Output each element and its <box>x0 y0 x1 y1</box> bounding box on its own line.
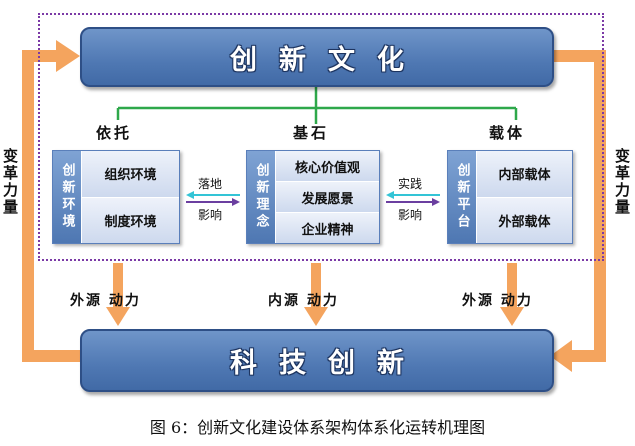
group-label-foundation: 基石 <box>293 124 330 142</box>
item-internal-carrier: 内部载体 <box>477 151 572 198</box>
group-label-rely: 依托 <box>96 124 133 142</box>
group-environment: 创新环境 组织环境 制度环境 <box>52 150 180 244</box>
link-label-influence-right: 影响 <box>398 208 423 222</box>
side-label-right: 变革力量 <box>613 148 631 216</box>
culture-banner: 创新文化 <box>80 27 554 87</box>
item-vision: 发展愿景 <box>276 182 379 213</box>
item-core-values: 核心价值观 <box>276 151 379 182</box>
left-loop-arrow <box>22 40 80 362</box>
group-title: 创新理念 <box>247 151 276 243</box>
outer-frame <box>38 13 604 261</box>
item-system-environment: 制度环境 <box>82 197 179 243</box>
power-arrow-right <box>500 263 524 326</box>
power-arrow-left <box>106 263 130 326</box>
group-title: 创新平台 <box>448 151 477 243</box>
power-arrow-center <box>304 263 328 326</box>
link-arrow-left <box>186 191 240 206</box>
link-arrow-right <box>386 191 440 206</box>
item-external-carrier: 外部载体 <box>477 197 572 243</box>
power-label-left: 外源 动力 <box>70 293 141 309</box>
tech-innovation-banner: 科技创新 <box>80 329 554 392</box>
item-spirit: 企业精神 <box>276 213 379 243</box>
green-connector <box>116 83 518 124</box>
figure-caption: 图 6：创新文化建设体系架构体系化运转机理图 <box>149 418 486 437</box>
power-label-right: 外源 动力 <box>462 293 533 309</box>
side-label-left: 变革力量 <box>1 148 19 216</box>
link-label-practice: 实践 <box>398 177 423 191</box>
group-platform: 创新平台 内部载体 外部载体 <box>447 150 573 244</box>
item-org-environment: 组织环境 <box>82 151 179 198</box>
power-label-center: 内源 动力 <box>268 293 339 309</box>
group-label-carrier: 载体 <box>489 124 526 142</box>
link-label-land: 落地 <box>198 177 223 191</box>
link-label-influence-left: 影响 <box>198 208 223 222</box>
group-title: 创新环境 <box>53 151 82 243</box>
group-concept: 创新理念 核心价值观 发展愿景 企业精神 <box>246 150 380 244</box>
